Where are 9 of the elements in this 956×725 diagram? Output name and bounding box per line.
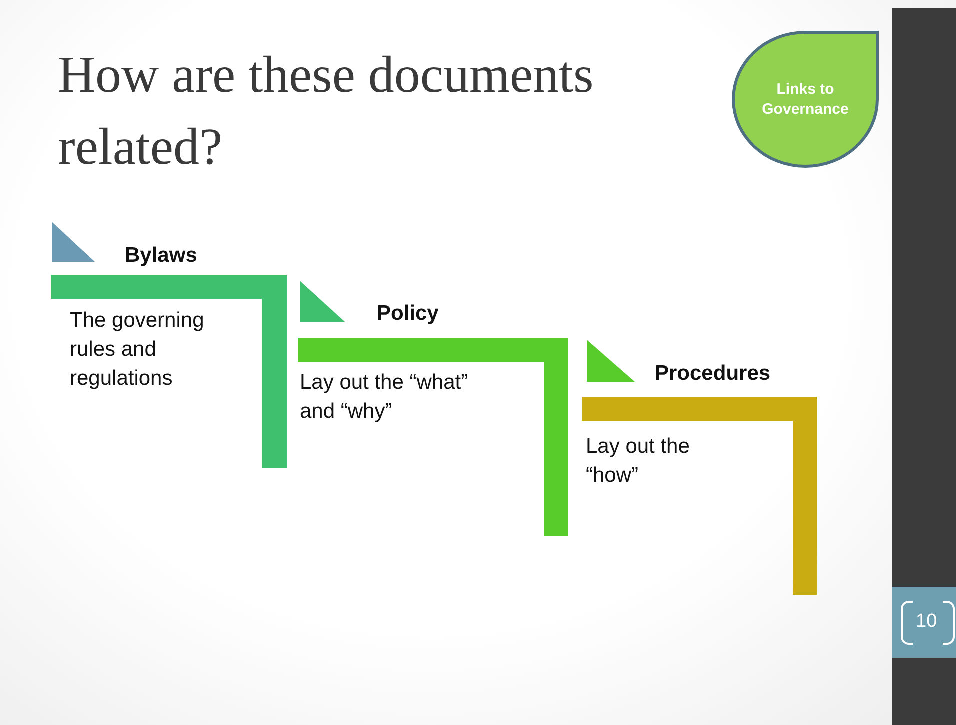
step-heading: Bylaws: [125, 244, 198, 268]
slide-title: How are these documents related?: [58, 46, 595, 178]
step-description: Lay out the “how”: [586, 434, 691, 489]
step-heading: Policy: [377, 302, 439, 326]
shape-label: Links to Governance: [761, 80, 850, 120]
step-description: The governing rules and regulations: [70, 308, 206, 392]
step-description: Lay out the “what” and “why”: [300, 370, 470, 425]
step-heading: Procedures: [655, 362, 771, 386]
page-number: 10: [916, 611, 938, 633]
